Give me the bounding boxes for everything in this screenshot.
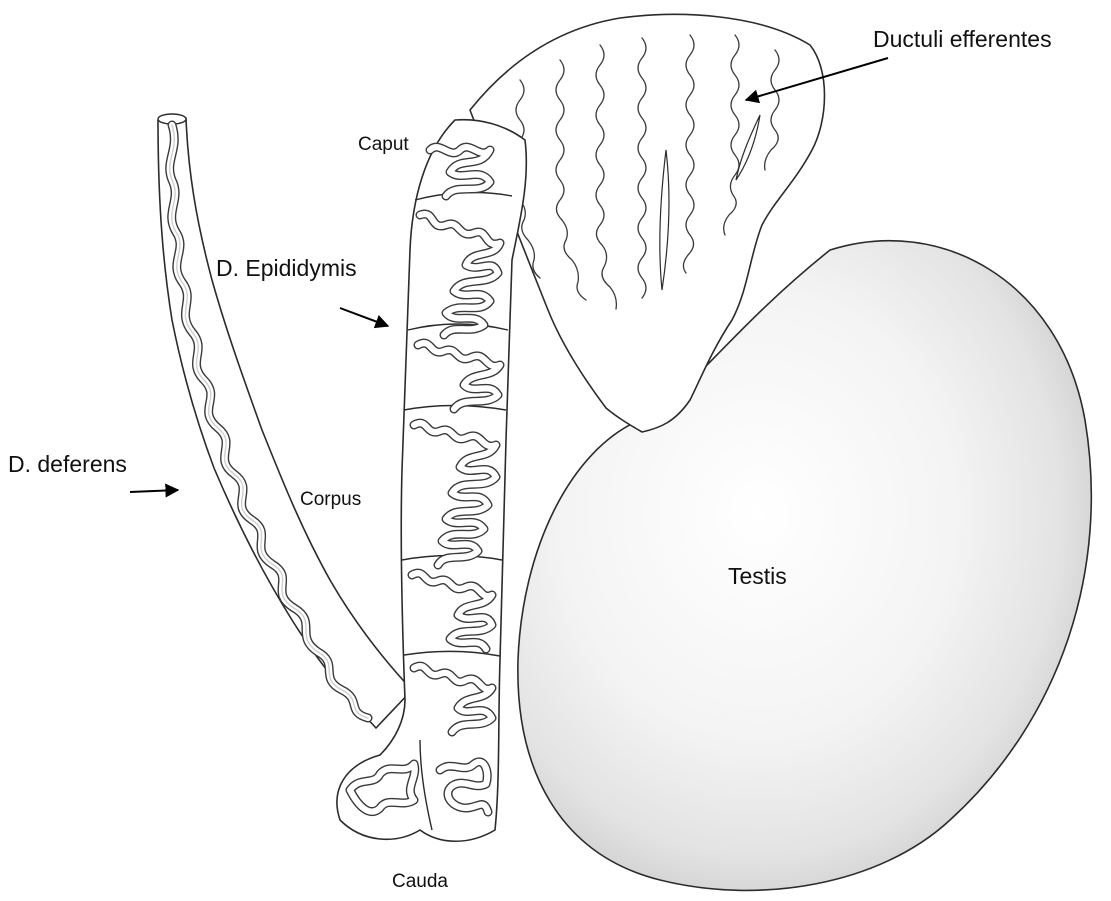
arrow-d-epididymis — [340, 308, 388, 326]
label-ductuli-efferentes: Ductuli efferentes — [873, 26, 1052, 52]
ductus-deferens — [158, 114, 412, 728]
label-cauda: Cauda — [392, 871, 448, 892]
ductus-deferens-outline — [158, 118, 412, 728]
label-d-deferens: D. deferens — [8, 451, 127, 477]
label-testis: Testis — [728, 563, 787, 589]
label-d-epididymis: D. Epididymis — [216, 255, 357, 281]
label-corpus: Corpus — [300, 489, 361, 510]
epididymis-duct-column — [337, 120, 526, 842]
arrow-d-deferens — [130, 490, 178, 492]
label-caput: Caput — [358, 134, 409, 155]
